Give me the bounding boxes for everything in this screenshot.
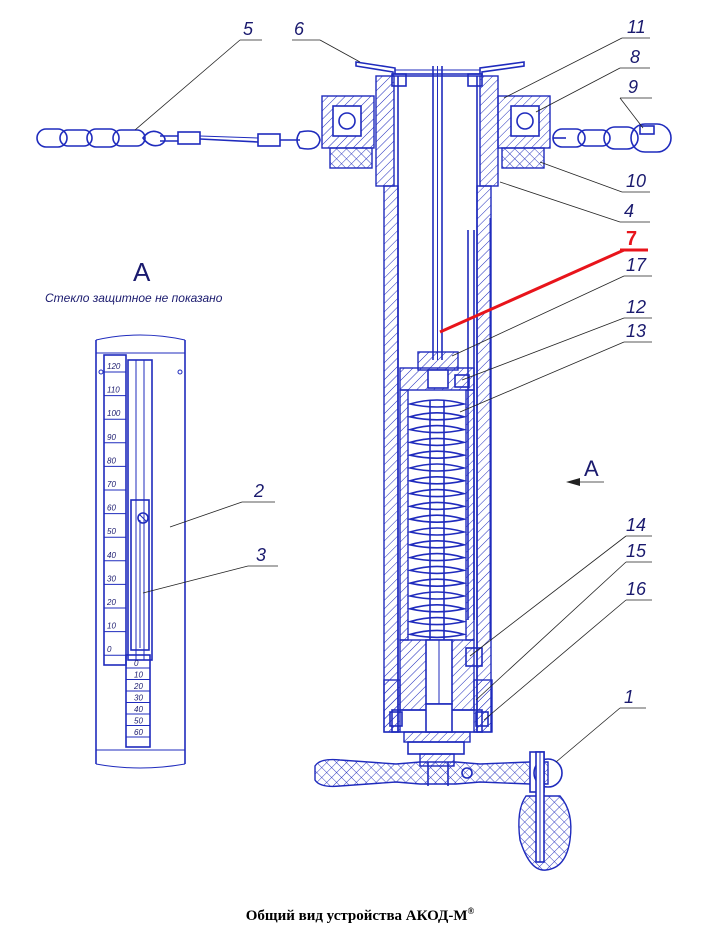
scale-housing — [95, 334, 186, 769]
figure-caption: Общий вид устройства АКОД-М® — [0, 906, 720, 925]
spring-coil — [406, 540, 468, 549]
scale-tick-label: 80 — [107, 456, 116, 465]
right-chain — [552, 123, 672, 153]
callout-13: 13 — [459, 321, 652, 413]
callout-17-label: 17 — [626, 255, 647, 275]
scale-tick-label: 50 — [134, 717, 143, 726]
spring-coil — [406, 591, 468, 600]
spring-coil — [406, 629, 468, 639]
scale-tick-label: 60 — [134, 728, 143, 737]
scale-tick-label: 30 — [107, 574, 116, 583]
callout-9: 9 — [619, 77, 652, 129]
callout-10-label: 10 — [626, 171, 646, 191]
spring-coil — [406, 565, 468, 575]
view-a-title: А — [133, 257, 151, 287]
callout-5: 5 — [134, 19, 262, 131]
spring-coil — [406, 463, 468, 472]
spring-coil — [406, 476, 468, 485]
bearing-housing-left — [321, 75, 395, 187]
scale-plate-upper — [103, 354, 127, 666]
callout-5-label: 5 — [243, 19, 254, 39]
spring-coil — [406, 424, 468, 434]
spring-coil — [406, 527, 468, 536]
scale-tick-label: 70 — [107, 480, 116, 489]
callout-12-label: 12 — [626, 297, 646, 317]
spring-coil — [406, 450, 468, 459]
scale-tick-label: 40 — [134, 705, 143, 714]
scale-tick-label: 60 — [107, 504, 116, 513]
callout-11-label: 11 — [627, 17, 646, 37]
callout-9-label: 9 — [628, 77, 638, 97]
spring-coil — [406, 616, 468, 626]
callout-6-label: 6 — [294, 19, 305, 39]
left-chain — [36, 128, 321, 150]
callout-17: 17 — [451, 255, 652, 357]
main-tube — [383, 66, 492, 733]
callout-14: 14 — [469, 515, 652, 657]
callout-11: 11 — [503, 17, 650, 99]
callout-13-label: 13 — [626, 321, 646, 341]
callout-8: 8 — [535, 47, 650, 113]
view-a-note: Стекло защитное не показано — [45, 291, 223, 305]
callout-6: 6 — [292, 19, 361, 63]
scale-tick-label: 110 — [107, 386, 120, 395]
scale-tick-label: 50 — [107, 527, 116, 536]
view-arrow-label: А — [584, 456, 599, 481]
spring-coil — [406, 604, 468, 613]
callout-4: 4 — [499, 181, 650, 223]
callout-7-highlight: 7 — [439, 228, 648, 334]
callout-3-label: 3 — [256, 545, 266, 565]
callout-4-label: 4 — [624, 201, 634, 221]
scale-tick-label: 0 — [134, 659, 139, 668]
scale-tick-label: 10 — [107, 622, 116, 631]
spring-coil — [406, 552, 468, 562]
callout-3: 3 — [142, 545, 278, 594]
indicator-rod — [127, 359, 153, 661]
caption-text: Общий вид устройства АКОД-М — [245, 908, 468, 924]
scale-ticks-lower: 0 10 20 30 40 50 60 — [126, 659, 150, 738]
callout-2-label: 2 — [253, 481, 264, 501]
callout-15-label: 15 — [626, 541, 647, 561]
spring-coil — [406, 514, 468, 523]
callout-16-label: 16 — [626, 579, 647, 599]
callout-1-label: 1 — [624, 687, 634, 707]
registered-mark: ® — [467, 906, 475, 916]
scale-tick-label: 20 — [133, 682, 143, 691]
scale-tick-label: 120 — [107, 362, 121, 371]
scale-tick-label: 90 — [107, 433, 116, 442]
scale-tick-label: 0 — [107, 645, 112, 654]
callout-1: 1 — [555, 687, 646, 763]
bottom-assembly — [383, 639, 493, 743]
spring-coil — [406, 437, 468, 447]
spring-coil — [406, 412, 468, 421]
callout-7-label: 7 — [626, 228, 637, 250]
scale-tick-label: 10 — [134, 671, 143, 680]
callout-15: 15 — [475, 541, 652, 701]
indicator-pin — [137, 512, 149, 524]
view-arrow: А — [566, 456, 604, 486]
callout-14-label: 14 — [626, 515, 646, 535]
bearing-housing-right — [479, 75, 551, 187]
scale-tick-label: 40 — [107, 551, 116, 560]
plunger-head — [399, 351, 475, 391]
scale-tick-label: 100 — [107, 409, 121, 418]
scale-plate-lower — [125, 654, 151, 748]
spring-coil — [406, 501, 468, 511]
scale-tick-label: 30 — [134, 694, 143, 703]
spring-coil — [406, 578, 468, 587]
spring-coil — [406, 399, 468, 408]
callout-12: 12 — [461, 297, 652, 381]
view-a-detail: А Стекло защитное не показано 120 110 10 — [45, 257, 278, 769]
callout-10: 10 — [539, 161, 650, 193]
callout-16: 16 — [483, 579, 652, 721]
compression-spring — [399, 389, 475, 645]
callout-2: 2 — [169, 481, 275, 528]
spring-coil — [406, 488, 468, 498]
crank-handle — [314, 741, 572, 871]
callout-8-label: 8 — [630, 47, 640, 67]
scale-tick-label: 20 — [106, 598, 116, 607]
